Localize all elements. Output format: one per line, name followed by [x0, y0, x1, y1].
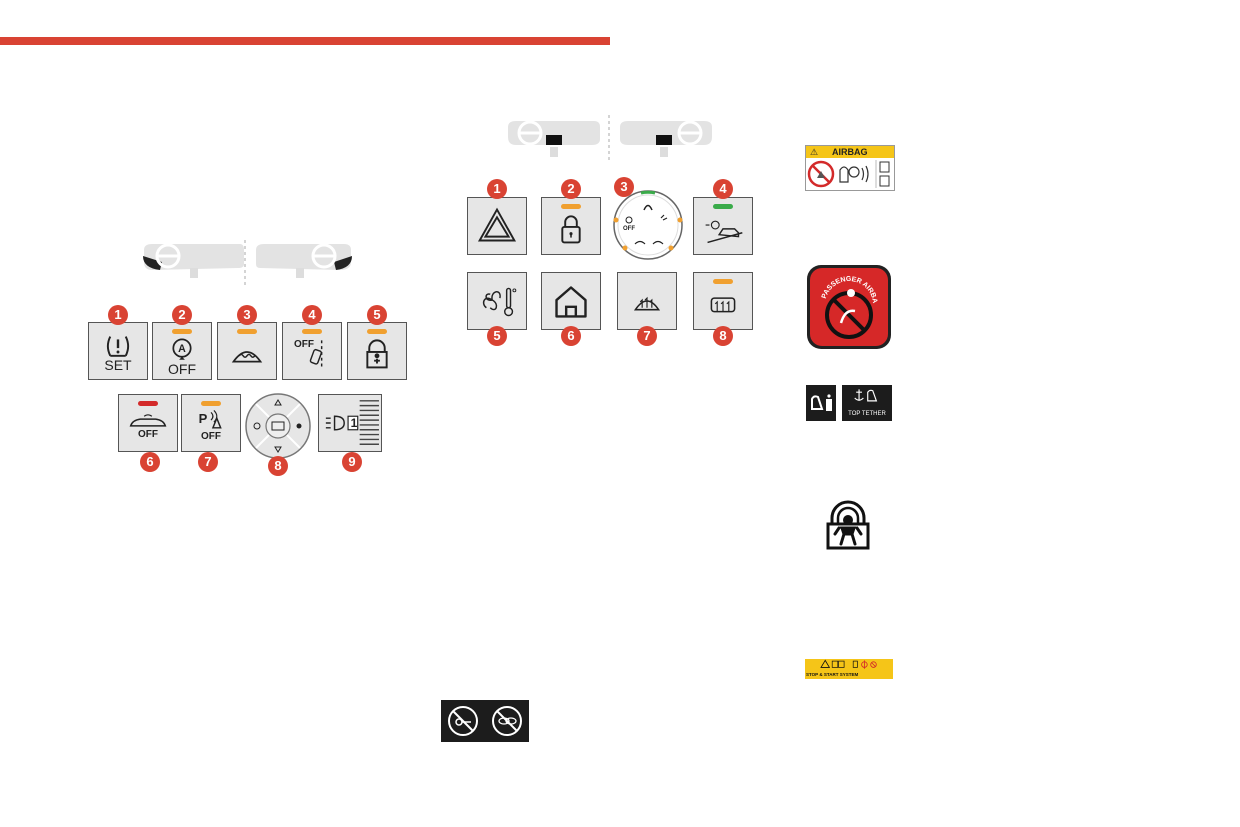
- callout-number: 8: [268, 456, 288, 476]
- park-sensors-off-button[interactable]: P OFF: [181, 394, 241, 452]
- stop-start-off-label: OFF: [168, 361, 196, 377]
- no-rear-child-seat-icon: [807, 160, 835, 188]
- callout-number: 7: [198, 452, 218, 472]
- manual-reference-icon: [879, 161, 890, 187]
- callout-number: 9: [342, 452, 362, 472]
- headlamp-beam-icon: [325, 400, 379, 445]
- hill-descent-button[interactable]: [693, 197, 753, 255]
- climate-control-dial[interactable]: [244, 392, 312, 460]
- no-sunglasses-icon: [492, 706, 522, 736]
- warning-triangle-icon: ⚠: [810, 147, 819, 157]
- dial-off-label: OFF: [623, 226, 635, 232]
- child-lock-icon: [366, 339, 388, 369]
- tyre-pressure-icon: [106, 336, 130, 357]
- airbag-warning-label: ⚠ AIRBAG: [805, 145, 895, 191]
- anchor-seat-icon: [854, 389, 878, 402]
- callout-number: 5: [487, 326, 507, 346]
- headlamp-adjust-wheel[interactable]: 1: [318, 394, 382, 452]
- auto-stop-start-icon: A: [172, 338, 192, 360]
- climate-fan-temp-button[interactable]: [467, 272, 527, 330]
- callout-number: 1: [487, 179, 507, 199]
- home-icon: [555, 286, 587, 318]
- stop-start-off-button[interactable]: A OFF: [152, 322, 212, 380]
- drive-mode-dial[interactable]: OFF: [611, 188, 685, 262]
- windscreen-demist-icon: [231, 351, 263, 363]
- indicator-led: [561, 204, 581, 209]
- svg-text:PASSENGER AIRBAG: PASSENGER AIRBAG: [807, 265, 878, 304]
- passenger-airbag-text: PASSENGER AIRBAG: [807, 265, 878, 304]
- callout-number: 1: [108, 305, 128, 325]
- callout-number: 7: [637, 326, 657, 346]
- indicator-led: [302, 329, 322, 334]
- top-tether-text: TOP TETHER: [848, 411, 886, 417]
- indicator-led: [138, 401, 158, 406]
- manual-book-icon: [831, 660, 845, 668]
- lane-assist-off-button[interactable]: OFF: [282, 322, 342, 380]
- airbag-warning-header: [806, 146, 894, 158]
- car-alarm-icon: [129, 414, 167, 427]
- fan-thermometer-icon: [482, 287, 517, 317]
- park-sensors-icon: [210, 410, 222, 429]
- warning-triangle-icon: [820, 659, 831, 668]
- max-demist-button[interactable]: [617, 272, 677, 330]
- callout-number: 5: [367, 305, 387, 325]
- svg-text:A: A: [178, 343, 186, 355]
- indicator-led: [201, 401, 221, 406]
- callout-number: 8: [713, 326, 733, 346]
- isofix-seat-icon: [811, 394, 832, 411]
- passenger-airbag-off-label: PASSENGER AIRBAG: [807, 265, 891, 349]
- indicator-led: [172, 329, 192, 334]
- callout-number: 3: [237, 305, 257, 325]
- indicator-led: [713, 279, 733, 284]
- hill-descent-icon: [705, 220, 743, 244]
- headlamp-level-label: 1: [350, 416, 358, 430]
- park-sensors-off-label: OFF: [201, 431, 221, 442]
- stop-start-text: STOP & START SYSTEM: [806, 672, 859, 677]
- airbag-seat-icon: [839, 165, 869, 183]
- padlock-icon: [561, 215, 581, 244]
- airbag-warning-title: AIRBAG: [832, 147, 868, 157]
- no-rearward-child-seat-icon: [825, 289, 873, 339]
- lane-assist-off-label: OFF: [294, 339, 314, 350]
- tyre-pressure-set-button[interactable]: SET: [88, 322, 148, 380]
- child-lock-button[interactable]: [347, 322, 407, 380]
- header-accent-bar: [0, 37, 610, 45]
- alarm-off-button[interactable]: OFF: [118, 394, 178, 452]
- steering-wheel-diagram-middle: [508, 115, 712, 161]
- indicator-led: [237, 329, 257, 334]
- no-key-icon: [448, 706, 478, 736]
- callout-number: 4: [713, 179, 733, 199]
- alarm-off-label: OFF: [138, 429, 158, 440]
- callout-number: 4: [302, 305, 322, 325]
- indicator-led: [713, 204, 733, 209]
- prohibition-icons-panel: [441, 700, 529, 742]
- isofix-label: [806, 385, 836, 421]
- callout-number: 6: [140, 452, 160, 472]
- home-button[interactable]: [541, 272, 601, 330]
- stop-start-warning-label: STOP & START SYSTEM: [805, 659, 893, 679]
- park-sensors-prefix: P: [198, 411, 208, 426]
- callout-number: 2: [561, 179, 581, 199]
- steering-wheel-diagram-left: [143, 240, 352, 286]
- lane-assist-icon: [309, 340, 323, 370]
- callout-number: 6: [561, 326, 581, 346]
- hazard-triangle-icon: [477, 207, 517, 242]
- indicator-led: [367, 329, 387, 334]
- callout-number: 3: [614, 177, 634, 197]
- battery-warning-icons: [852, 660, 877, 669]
- hazard-lights-button[interactable]: [467, 197, 527, 255]
- tyre-pressure-set-label: SET: [104, 357, 132, 373]
- child-lock-symbol: [826, 500, 870, 550]
- rear-screen-heat-icon: [710, 297, 736, 313]
- callout-number: 2: [172, 305, 192, 325]
- windscreen-demist-button[interactable]: [217, 322, 277, 380]
- rear-screen-heat-button[interactable]: [693, 272, 753, 330]
- top-tether-label: TOP TETHER: [842, 385, 892, 421]
- central-locking-button[interactable]: [541, 197, 601, 255]
- windscreen-max-demist-icon: [633, 296, 661, 311]
